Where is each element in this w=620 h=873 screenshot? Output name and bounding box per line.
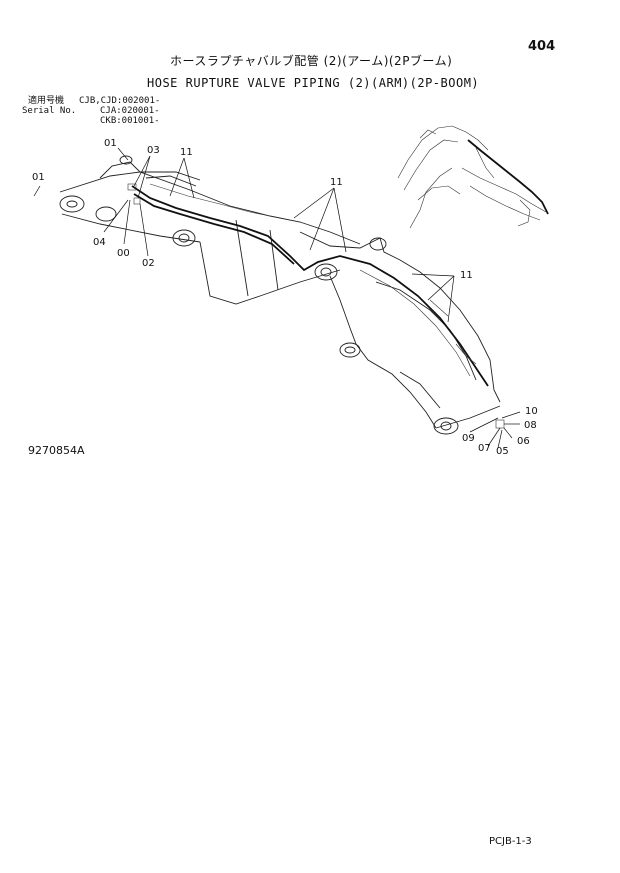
- callout-01-top: 01: [104, 138, 117, 149]
- title-japanese: ホースラプチャバルブ配管 (2)(アーム)(2Pブーム): [170, 54, 453, 68]
- title-english: HOSE RUPTURE VALVE PIPING (2)(ARM)(2P-BO…: [147, 76, 480, 90]
- hose-routing: [127, 183, 505, 429]
- callout-leaders: [33, 147, 521, 449]
- callout-03: 03: [147, 145, 160, 156]
- serial-label-japanese: 適用号機: [28, 96, 65, 106]
- inset-machine-outline: [397, 125, 549, 229]
- callout-04: 04: [93, 237, 106, 248]
- callout-10: 10: [525, 406, 538, 417]
- serial-line-2: CJA:020001-: [100, 106, 160, 116]
- page-code: PCJB-1-3: [489, 836, 532, 847]
- arm-body: [59, 155, 361, 305]
- serial-line-3: CKB:001001-: [100, 116, 160, 126]
- boom-body: [299, 231, 501, 435]
- page-number: 404: [528, 39, 556, 54]
- callout-11-c: 11: [460, 270, 473, 281]
- callout-09: 09: [462, 433, 475, 444]
- callout-05: 05: [496, 446, 509, 457]
- callout-00: 00: [117, 248, 130, 259]
- callout-06: 06: [517, 436, 530, 447]
- callout-02: 02: [142, 258, 155, 269]
- callout-08: 08: [524, 420, 537, 431]
- callout-11-b: 11: [330, 177, 343, 188]
- serial-line-1: CJB,CJD:002001-: [79, 96, 161, 106]
- drawing-number: 9270854A: [28, 444, 85, 457]
- callout-11-a: 11: [180, 147, 193, 158]
- callout-01-left: 01: [32, 172, 45, 183]
- serial-label-english: Serial No.: [22, 106, 77, 116]
- callout-07: 07: [478, 443, 491, 454]
